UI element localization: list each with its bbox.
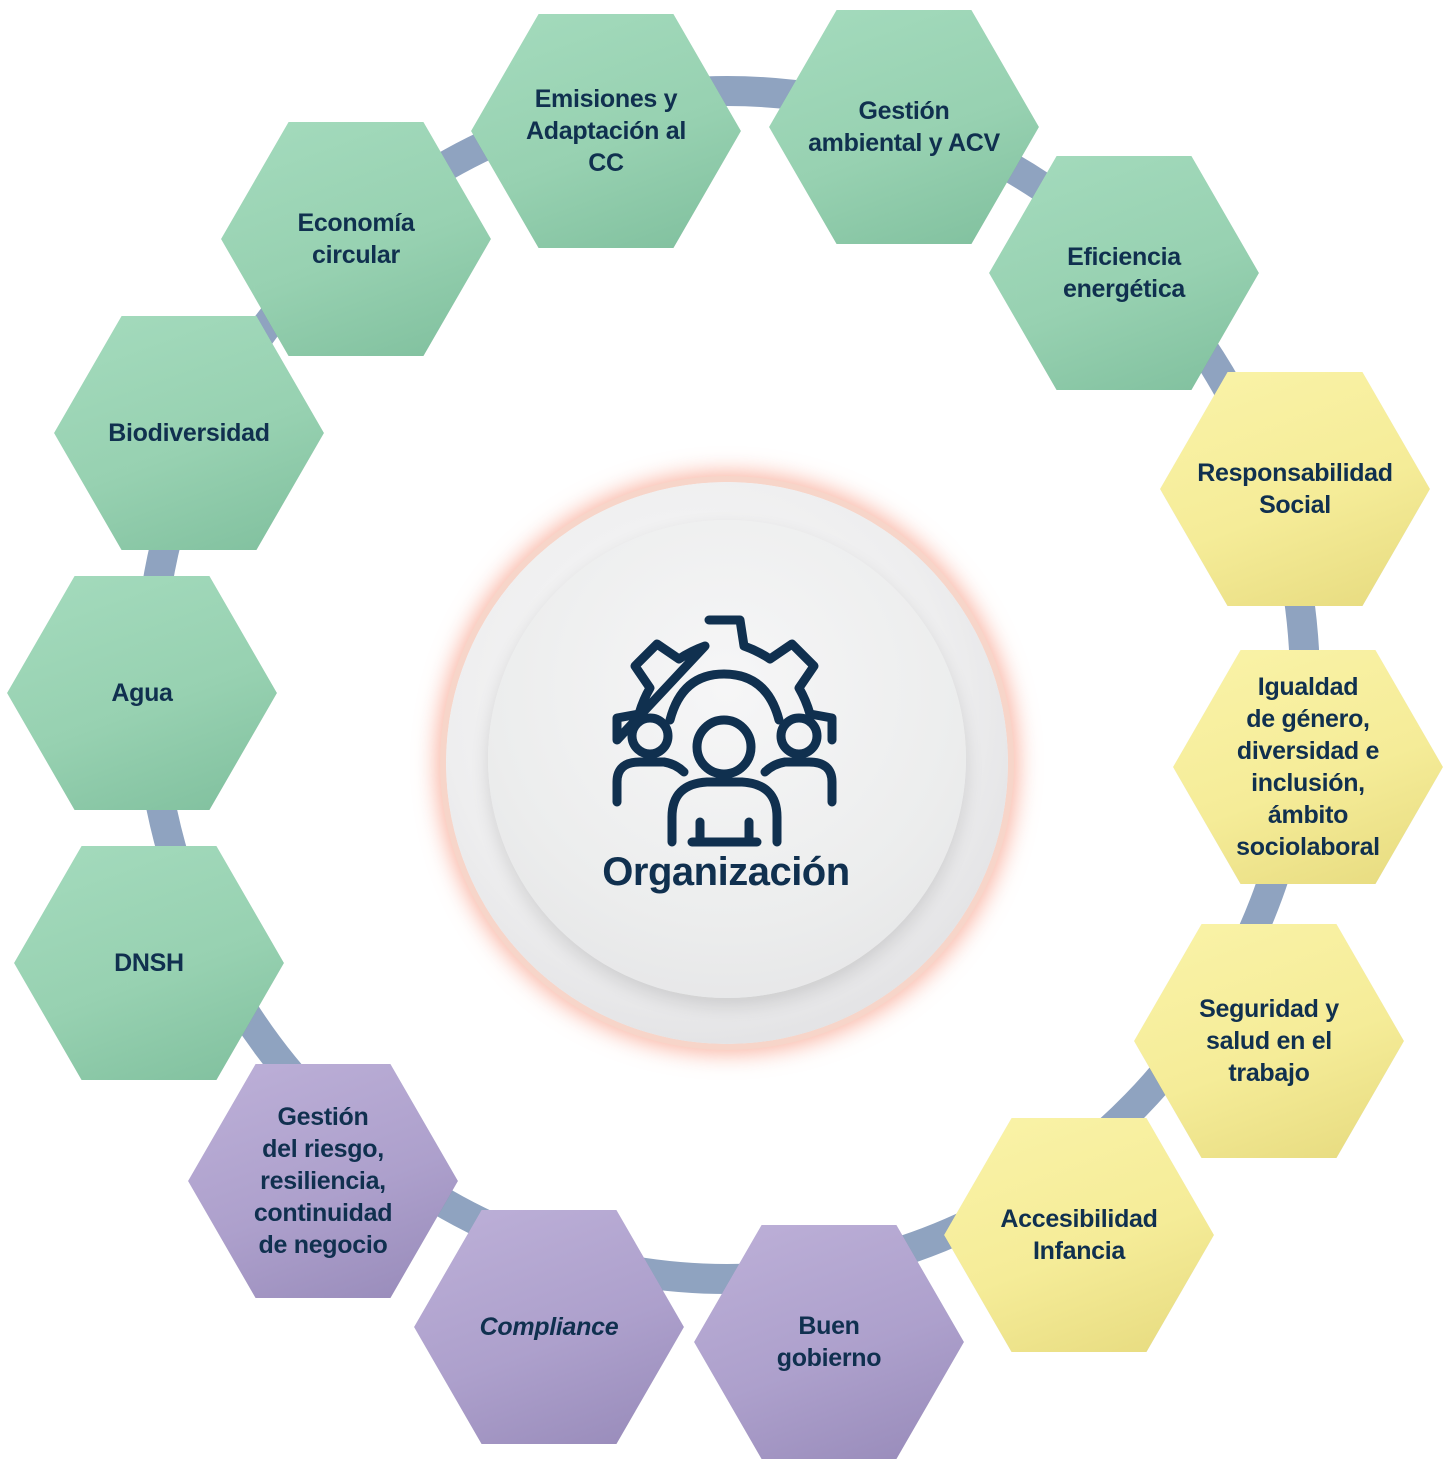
hexagon-shape xyxy=(54,316,324,550)
topic-label: DNSH xyxy=(114,949,184,977)
hexagon-shape xyxy=(944,1118,1214,1352)
topic-node: Biodiversidad xyxy=(54,316,324,550)
hexagon-shape xyxy=(1134,924,1404,1158)
hexagon-shape xyxy=(414,1210,684,1444)
hexagon-shape xyxy=(694,1225,964,1459)
topic-node: Agua xyxy=(7,576,277,810)
topic-label: Biodiversidad xyxy=(108,419,270,447)
hexagon-shape xyxy=(221,122,491,356)
hexagon-shape xyxy=(188,1064,458,1298)
hexagon-shape xyxy=(769,10,1039,244)
center-inner-circle xyxy=(488,520,966,998)
hexagon-shape xyxy=(14,846,284,1080)
center-title: Organización xyxy=(602,850,850,894)
hexagon-shape xyxy=(1160,372,1430,606)
topic-node: Compliance xyxy=(414,1210,684,1444)
topic-node: DNSH xyxy=(14,846,284,1080)
hexagon-shape xyxy=(471,14,741,248)
hexagon-shape xyxy=(1173,650,1443,884)
topic-label: Compliance xyxy=(479,1313,619,1341)
hexagon-shape xyxy=(989,156,1259,390)
topic-label: Agua xyxy=(111,679,173,707)
hexagon-shape xyxy=(7,576,277,810)
organization-gear-people-icon xyxy=(612,615,837,847)
